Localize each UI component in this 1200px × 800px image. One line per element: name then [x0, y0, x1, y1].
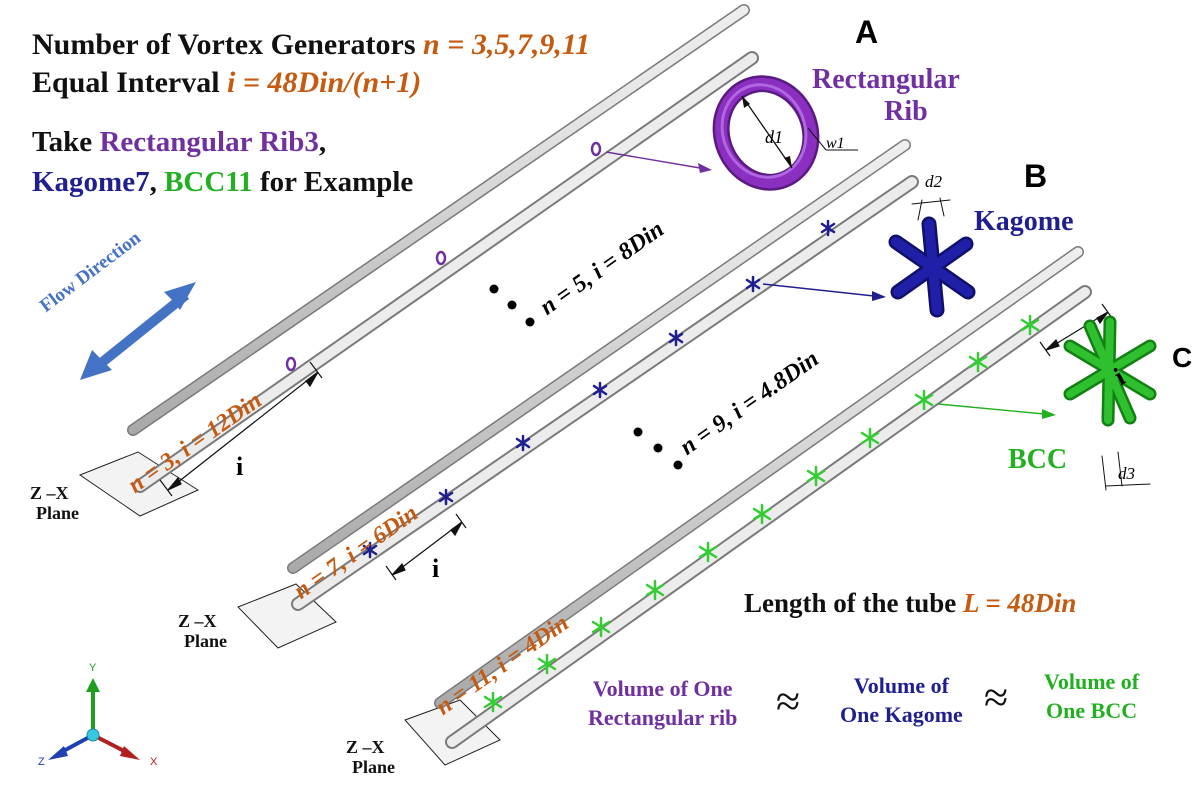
- coordinate-axes: [48, 678, 140, 760]
- volume-kagome-line-1: Volume of: [853, 673, 949, 698]
- header-line-2-prefix: Equal Interval: [32, 66, 228, 99]
- flow-direction-arrow: [80, 282, 196, 380]
- header-line-1-value: n = 3,5,7,9,11: [423, 28, 591, 61]
- bcc-marker-6: [752, 503, 772, 525]
- plane-label-3-line-2: Plane: [352, 756, 395, 777]
- header-line-1-prefix: Number of Vortex Generators: [32, 28, 424, 61]
- bcc-marker-9: [591, 616, 611, 638]
- axis-label-z: Z: [38, 756, 45, 768]
- kagome-marker-6: [438, 488, 454, 506]
- rib-label-line-1: Rectangular: [812, 64, 960, 95]
- d1-label: d1: [765, 127, 783, 147]
- kagome-callout-arrow: [762, 283, 886, 301]
- header-line-3-prefix: Take: [32, 126, 100, 158]
- kagome-marker-2: [745, 275, 761, 293]
- interval-label-2: i: [432, 554, 440, 583]
- ellipsis-dots-2: [633, 427, 683, 470]
- plane-label-1-line-1: Z –X: [30, 483, 69, 503]
- kagome-marker-7: [362, 541, 378, 559]
- rib-marker-1: [590, 141, 602, 157]
- plane-label-2: Z –X Plane: [178, 611, 227, 652]
- bcc-illustration: [1063, 315, 1157, 491]
- bcc-marker-7: [698, 541, 718, 563]
- tube-group-1: [127, 4, 759, 493]
- bcc-marker-10: [537, 653, 557, 675]
- volume-rib: Volume of One Rectangular rib: [588, 675, 737, 732]
- header-line-4-bcc: BCC11: [164, 166, 253, 198]
- volume-rib-line-2: Rectangular rib: [588, 704, 738, 730]
- rectangular-rib-illustration: [712, 75, 858, 191]
- rib-marker-2: [435, 250, 447, 266]
- plane-label-3: Z –X Plane: [346, 737, 395, 778]
- rib-label-line-2: Rib: [884, 96, 928, 128]
- d2-label: d2: [925, 172, 942, 191]
- kagome-label: Kagome: [974, 206, 1074, 237]
- approx-sign-2: ≈: [984, 673, 1009, 722]
- volume-bcc-line-2: One BCC: [1046, 697, 1138, 723]
- bcc-marker-3: [914, 389, 934, 411]
- volume-bcc: Volume of One BCC: [1044, 668, 1139, 725]
- tube-length-label: Length of the tube L = 48Din: [744, 588, 1076, 619]
- kagome-marker-1: [820, 219, 836, 237]
- header-line-2-value: i = 48Din/(n+1): [227, 66, 422, 99]
- header-line-3: Take Rectangular Rib3,: [32, 128, 326, 157]
- tube-group-3: [434, 246, 1092, 749]
- volume-rib-line-1: Volume of One: [592, 676, 733, 701]
- interval-dimension-2: [385, 513, 467, 581]
- volume-kagome-line-2: One Kagome: [840, 701, 963, 727]
- rib-marker-3: [285, 356, 297, 372]
- header-line-4-kagome: Kagome7: [32, 166, 150, 198]
- rib-label: Rectangular Rib: [812, 64, 960, 128]
- bcc-marker-1: [1020, 314, 1040, 336]
- header-line-3-rib: Rectangular Rib3: [99, 126, 319, 158]
- header-line-2: Equal Interval i = 48Din/(n+1): [32, 68, 421, 98]
- volume-bcc-line-1: Volume of: [1044, 669, 1140, 694]
- kagome-marker-5: [515, 434, 531, 452]
- kagome-marker-4: [592, 381, 608, 399]
- panel-label-a: A: [855, 14, 879, 50]
- d3-label: d3: [1118, 464, 1135, 483]
- kagome-marker-3: [668, 329, 684, 347]
- plane-label-1-line-2: Plane: [36, 502, 79, 523]
- axis-label-y: Y: [89, 662, 97, 674]
- axis-label-x: X: [150, 756, 158, 768]
- header-line-4-comma: ,: [149, 166, 165, 198]
- panel-label-b: B: [1024, 158, 1048, 194]
- tube-length-prefix: Length of the tube: [744, 588, 964, 618]
- rib-callout-arrow: [605, 151, 712, 173]
- w1-label: w1: [826, 135, 845, 152]
- bcc-marker-11: [483, 691, 503, 713]
- kagome-illustration: [888, 197, 976, 318]
- tube-length-value: L = 48Din: [963, 588, 1077, 618]
- plane-label-2-line-1: Z –X: [178, 611, 217, 631]
- approx-sign-1: ≈: [776, 677, 801, 726]
- header-line-1: Number of Vortex Generators n = 3,5,7,9,…: [32, 30, 590, 60]
- bcc-callout-arrow: [937, 403, 1056, 419]
- volume-kagome: Volume of One Kagome: [840, 672, 963, 729]
- header-line-3-comma: ,: [318, 126, 327, 158]
- bcc-marker-5: [806, 465, 826, 487]
- header-line-4: Kagome7, BCC11 for Example: [32, 168, 413, 197]
- bcc-label: BCC: [1008, 444, 1068, 475]
- plane-label-1: Z –X Plane: [30, 483, 79, 524]
- panel-label-c: C: [1172, 342, 1193, 373]
- bcc-marker-4: [860, 427, 880, 449]
- plane-label-2-line-2: Plane: [184, 630, 227, 651]
- ellipsis-dots-1: [489, 284, 535, 327]
- bcc-marker-2: [968, 351, 988, 373]
- plane-label-3-line-1: Z –X: [346, 737, 385, 757]
- bcc-marker-8: [645, 579, 665, 601]
- interval-dimension-1: [159, 361, 323, 497]
- interval-label-1: i: [236, 452, 244, 481]
- header-line-4-suffix: for Example: [252, 166, 414, 198]
